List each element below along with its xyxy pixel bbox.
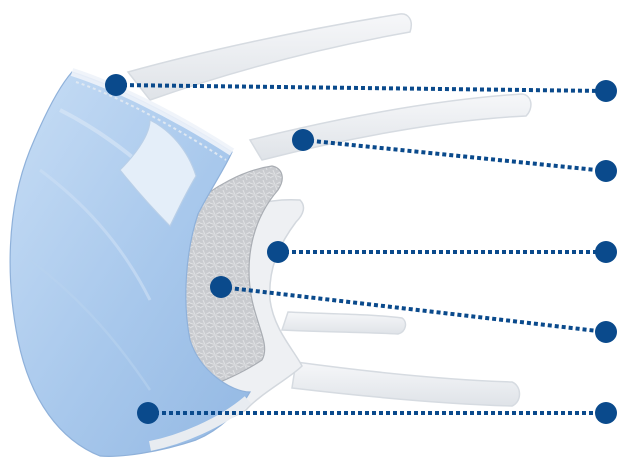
- callout-4: [210, 276, 617, 343]
- ear-loop-upper-back: [248, 93, 532, 161]
- callout-1-line: [115, 83, 607, 93]
- callout-1-dot-start: [105, 74, 127, 96]
- callout-2: [292, 129, 617, 182]
- callout-5-dot-end: [595, 402, 617, 424]
- callout-1: [105, 74, 617, 102]
- callout-3-dot-start: [267, 241, 289, 263]
- ear-loop-top: [126, 13, 412, 101]
- callout-3-dot-end: [595, 241, 617, 263]
- ear-loop-lower-back: [280, 311, 407, 335]
- callout-2-dot-start: [292, 129, 314, 151]
- callout-5-dot-start: [137, 402, 159, 424]
- callout-2-dot-end: [595, 160, 617, 182]
- folded-corner: [119, 119, 197, 228]
- callout-4-line: [220, 285, 607, 334]
- callout-3: [267, 241, 617, 263]
- callout-4-dot-start: [210, 276, 232, 298]
- ear-loop-bottom: [291, 361, 521, 407]
- callout-2-line: [302, 138, 607, 173]
- callout-4-dot-end: [595, 321, 617, 343]
- callout-1-dot-end: [595, 80, 617, 102]
- callout-5: [137, 402, 617, 424]
